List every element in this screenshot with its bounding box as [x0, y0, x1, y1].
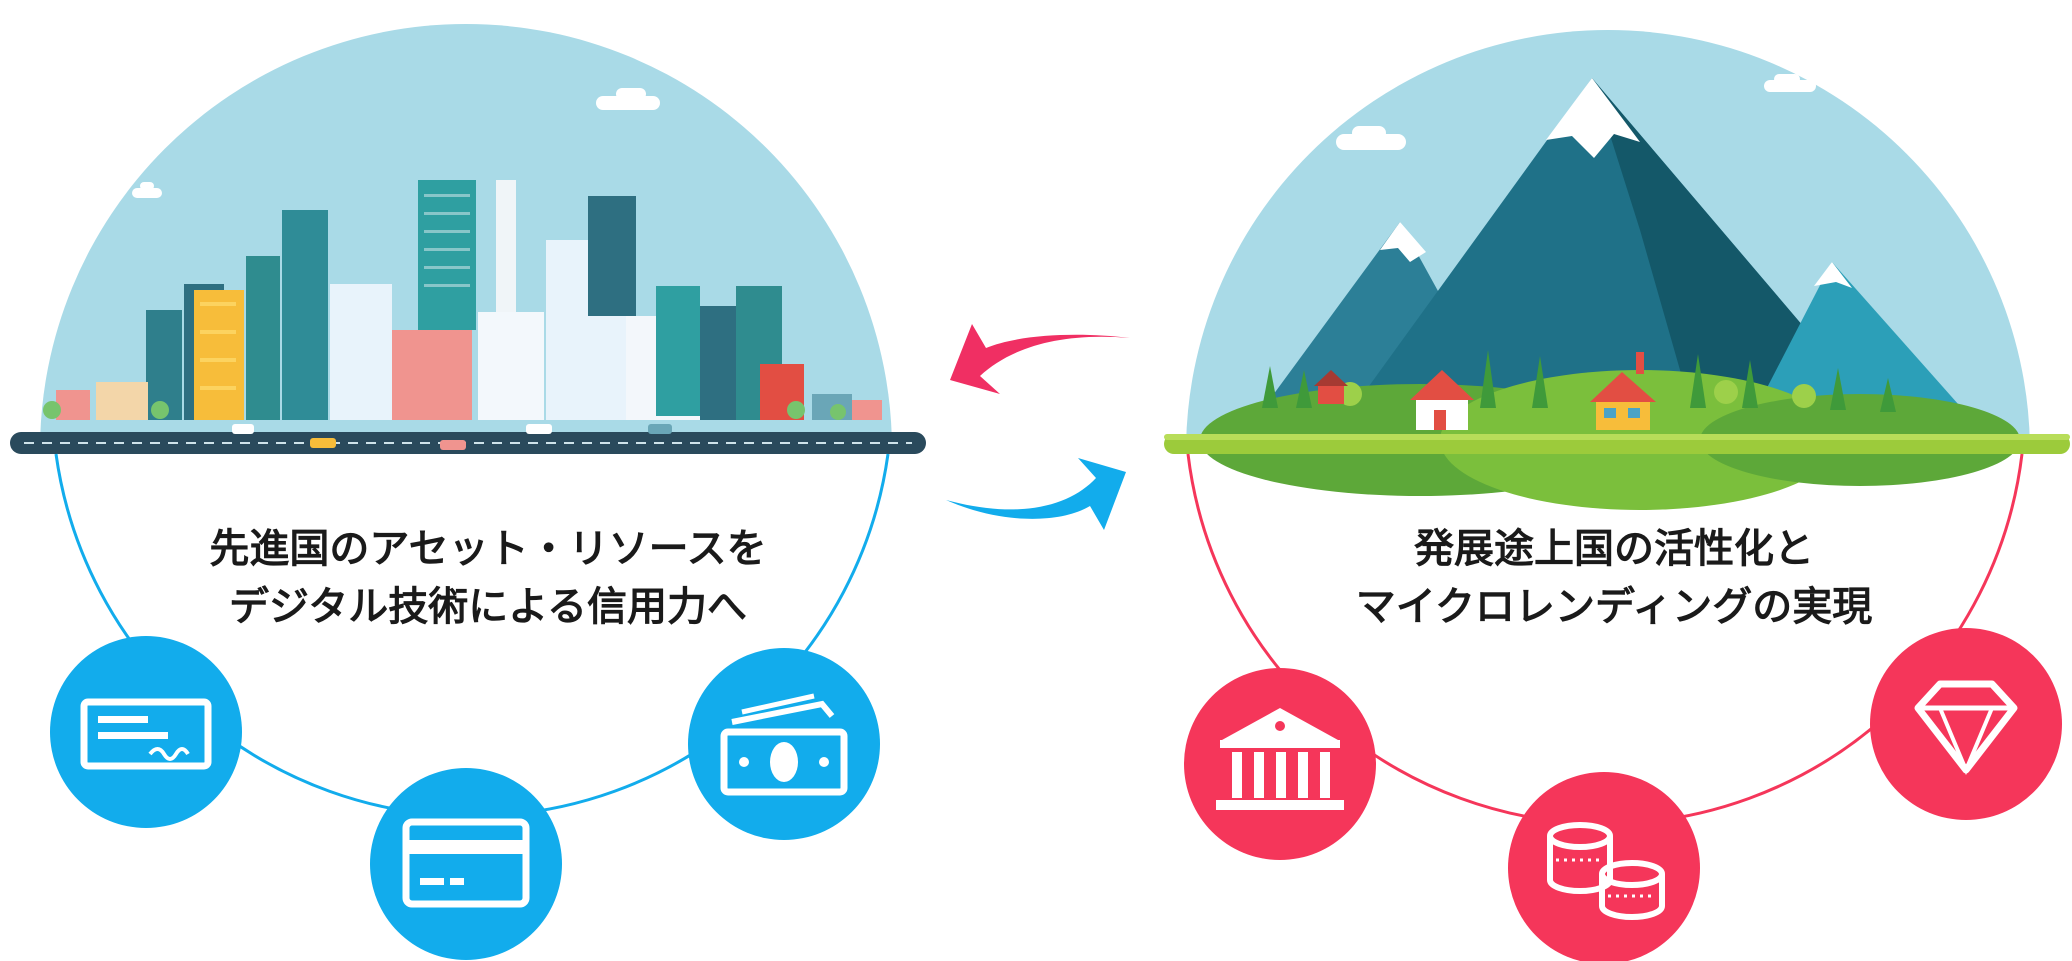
- house-small: [1314, 370, 1348, 404]
- city-skyline-illustration: [43, 180, 882, 420]
- top-arrow-to-left: [950, 324, 1130, 394]
- house-left: [1410, 370, 1474, 430]
- bank-icon: [1184, 668, 1376, 860]
- right-caption-line-2: マイクロレンディングの実現: [1355, 584, 1873, 630]
- right-caption: 発展途上国の活性化と マイクロレンディングの実現: [1294, 520, 1934, 636]
- coins-icon: [1508, 772, 1700, 961]
- house-center: [1590, 352, 1656, 430]
- right-panel: [1164, 30, 2070, 961]
- left-caption-line-1: 先進国のアセット・リソースを: [209, 526, 767, 572]
- right-caption-line-1: 発展途上国の活性化と: [1414, 526, 1814, 572]
- exchange-arrows: [946, 324, 1130, 530]
- left-panel: [10, 24, 926, 960]
- left-clouds: [132, 88, 660, 198]
- diamond-icon: [1870, 628, 2062, 820]
- cash-icon: [688, 648, 880, 840]
- left-road: [10, 424, 926, 454]
- right-ground: [1164, 434, 2070, 454]
- left-caption-line-2: デジタル技術による信用力へ: [229, 584, 747, 630]
- right-clouds: [1336, 74, 1816, 150]
- credit-card-icon: [370, 768, 562, 960]
- left-caption: 先進国のアセット・リソースを デジタル技術による信用力へ: [168, 520, 808, 636]
- bottom-arrow-to-right: [946, 458, 1126, 530]
- check-icon: [50, 636, 242, 828]
